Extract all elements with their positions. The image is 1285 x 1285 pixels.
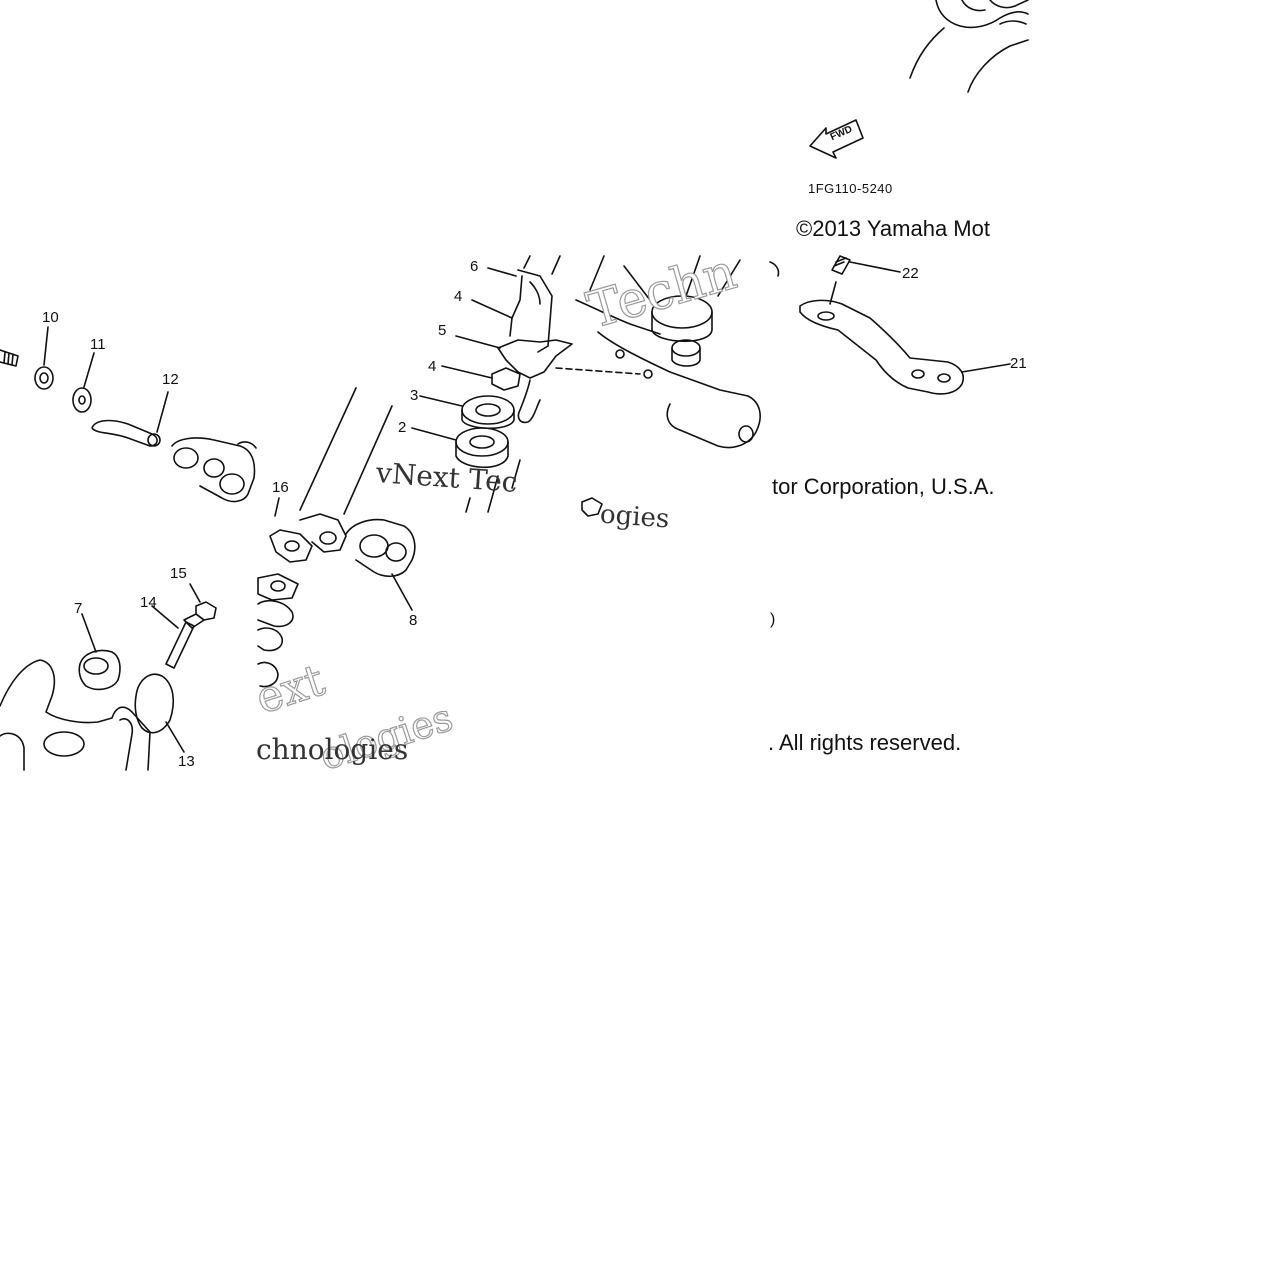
part-bolt-left <box>0 349 19 367</box>
part-2-race <box>411 427 509 468</box>
callout-8: 8 <box>409 612 418 629</box>
callout-2: 2 <box>398 419 407 436</box>
frame-fragment <box>909 0 1029 93</box>
part-left-washers <box>257 573 299 688</box>
part-11-washer <box>72 352 95 413</box>
watermark-bottom-left-clip: chnologies <box>256 734 416 770</box>
callout-4-lower: 4 <box>428 358 437 375</box>
watermark-line1-tail: ogies <box>599 499 671 535</box>
callout-16: 16 <box>272 479 289 496</box>
leader-8 <box>391 573 413 611</box>
part-14-bolt <box>151 605 205 669</box>
callout-21: 21 <box>1010 355 1027 372</box>
part-6-steering-bracket <box>487 255 561 353</box>
watermark-big-top: Techn <box>580 256 743 336</box>
copyright-mid: tor Corporation, U.S.A. <box>772 474 995 499</box>
callout-12: 12 <box>162 371 179 388</box>
copyright-mid-clip: tor Corporation, U.S.A. <box>772 472 1028 502</box>
copyright-tail: . All rights reserved. <box>768 730 962 755</box>
callout-14: 14 <box>140 594 157 611</box>
fwd-arrow-icon <box>809 119 864 159</box>
callout-11: 11 <box>90 336 106 353</box>
part-small-nut <box>581 497 603 517</box>
watermark-top-clip: Techn <box>580 256 780 336</box>
part-7-cap <box>78 613 121 691</box>
callout-6: 6 <box>470 258 479 275</box>
part-bottom-left-bracket <box>0 659 151 771</box>
callout-10: 10 <box>42 309 59 326</box>
callout-4-upper: 4 <box>454 288 463 305</box>
part-3-bearing <box>419 395 515 430</box>
part-22-bolt <box>831 255 901 275</box>
copyright-head: ©2013 Yamaha Mot <box>796 216 990 241</box>
part-upper-triple-clamp <box>575 255 780 449</box>
callout-22: 22 <box>902 265 919 282</box>
callout-13: 13 <box>178 753 195 770</box>
callout-5: 5 <box>438 322 447 339</box>
part-16-clamp <box>269 497 416 578</box>
part-cable-guide <box>517 367 653 424</box>
callout-7: 7 <box>74 600 83 617</box>
part-13-holder <box>134 673 185 753</box>
part-21-stay <box>799 281 1011 395</box>
callout-15: 15 <box>170 565 187 582</box>
part-4-nut <box>441 365 521 391</box>
part-12-band <box>91 391 169 447</box>
drawing-code: 1FG110-5240 <box>808 181 893 196</box>
assembly-axis-lines <box>299 255 605 515</box>
part-left-clamp <box>171 437 257 503</box>
part-5-bracket-plate <box>455 299 573 379</box>
part-10-nut <box>34 326 54 390</box>
callout-3: 3 <box>410 387 419 404</box>
copyright-stub: ) <box>770 611 776 628</box>
copyright-head-clip: ©2013 Yamaha Mot <box>796 214 1028 244</box>
watermark-bottom-left: chnologies <box>256 734 409 766</box>
